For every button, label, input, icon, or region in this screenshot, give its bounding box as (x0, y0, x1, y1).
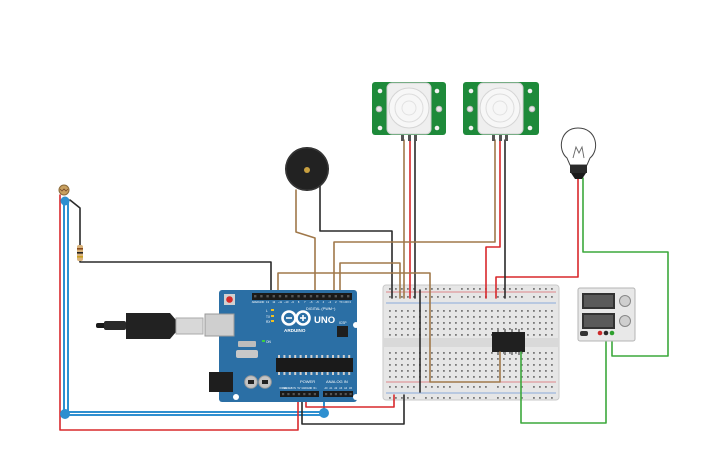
resistor[interactable] (77, 245, 83, 261)
rx-label: RX (266, 320, 271, 324)
analog-header-label: ANALOG IN (326, 379, 348, 384)
power-pin-label: GND (302, 387, 308, 390)
atmega-chip (276, 358, 353, 372)
analog-header[interactable] (323, 391, 353, 397)
wire-joint-blue-corner (60, 409, 70, 419)
brand-label: ARDUINO (284, 328, 306, 333)
wire-green-bulb[interactable] (582, 177, 669, 357)
power-pin-label: GND (307, 387, 313, 390)
breadboard-holes (389, 288, 553, 399)
usb-port (204, 313, 235, 337)
analog-pin-label: A4 (344, 387, 348, 390)
wire-red-power-loop[interactable] (59, 194, 299, 431)
wire-brown-pin-b[interactable] (339, 262, 401, 299)
digital-pin-label: ~9 (291, 300, 295, 304)
wire-red-pir-right[interactable] (485, 139, 501, 299)
photoresistor[interactable] (58, 184, 70, 206)
digital-pin-label: ~11 (278, 300, 283, 304)
wire-blue-sensor-left[interactable] (63, 199, 325, 416)
digital-pin-label: ~6 (310, 300, 314, 304)
digital-pin-label: ~5 (316, 300, 320, 304)
digital-pin-label: 4 (323, 300, 325, 304)
piezo-buzzer[interactable] (285, 147, 329, 191)
analog-pin-label: A2 (334, 387, 338, 390)
power-header-label: POWER (300, 379, 315, 384)
digital-header[interactable] (252, 293, 352, 300)
digital-pin-label: 12 (272, 300, 275, 304)
power-jack (209, 372, 233, 392)
digital-pin-label: TX 1 (339, 300, 345, 304)
power-pin-label: IOREF (279, 387, 287, 390)
digital-pin-label: 2 (335, 300, 337, 304)
digital-pin-label: ~10 (284, 300, 289, 304)
analog-pin-label: A3 (339, 387, 343, 390)
digital-pin-label: 7 (304, 300, 306, 304)
wire-green-relay[interactable] (520, 329, 607, 424)
analog-pin-label: A0 (325, 387, 329, 390)
digital-pin-label: GND (259, 300, 265, 304)
pir-sensor-right[interactable] (463, 82, 539, 141)
analog-pin-label: A1 (329, 387, 333, 390)
power-supply[interactable] (577, 287, 636, 342)
wire-brown-buzzer[interactable] (295, 189, 316, 294)
wire-brown-pir-right[interactable] (333, 139, 496, 294)
digital-pin-label: RX 0 (345, 300, 351, 304)
digital-header-label: DIGITAL (PWM~) (306, 307, 336, 311)
wire-brown-pin-a[interactable] (277, 272, 501, 383)
wire-black-gnd[interactable] (301, 394, 405, 425)
digital-pin-label: 8 (298, 300, 300, 304)
on-label: ON (266, 340, 271, 344)
l-label: L (266, 309, 268, 313)
breadboard[interactable] (382, 284, 560, 401)
digital-pin-label: AREF (252, 300, 259, 304)
power-pin-label: 5V (297, 387, 300, 390)
power-pin-label: Vin (313, 387, 317, 390)
analog-pin-label: A5 (349, 387, 353, 390)
light-bulb[interactable] (560, 127, 597, 179)
relay-module[interactable] (492, 329, 525, 355)
wire-black-buzzer[interactable] (319, 181, 393, 299)
wire-black-ldr-gnd[interactable] (69, 199, 272, 294)
arduino-logo-icon (281, 310, 311, 326)
digital-pin-label: 13 (266, 300, 269, 304)
power-pin-label: RESET (284, 387, 293, 390)
pir-sensor-left[interactable] (372, 82, 446, 141)
wire-red-bulb[interactable] (495, 177, 579, 299)
usb-cable (96, 313, 204, 339)
tx-label: TX (266, 315, 271, 319)
model-label: UNO (314, 315, 335, 326)
icsp-label: ICSP (339, 321, 346, 325)
wire-joint-blue-a0 (319, 408, 329, 418)
power-pin-label: 3.3V (291, 387, 296, 390)
digital-pin-label: ~3 (328, 300, 332, 304)
